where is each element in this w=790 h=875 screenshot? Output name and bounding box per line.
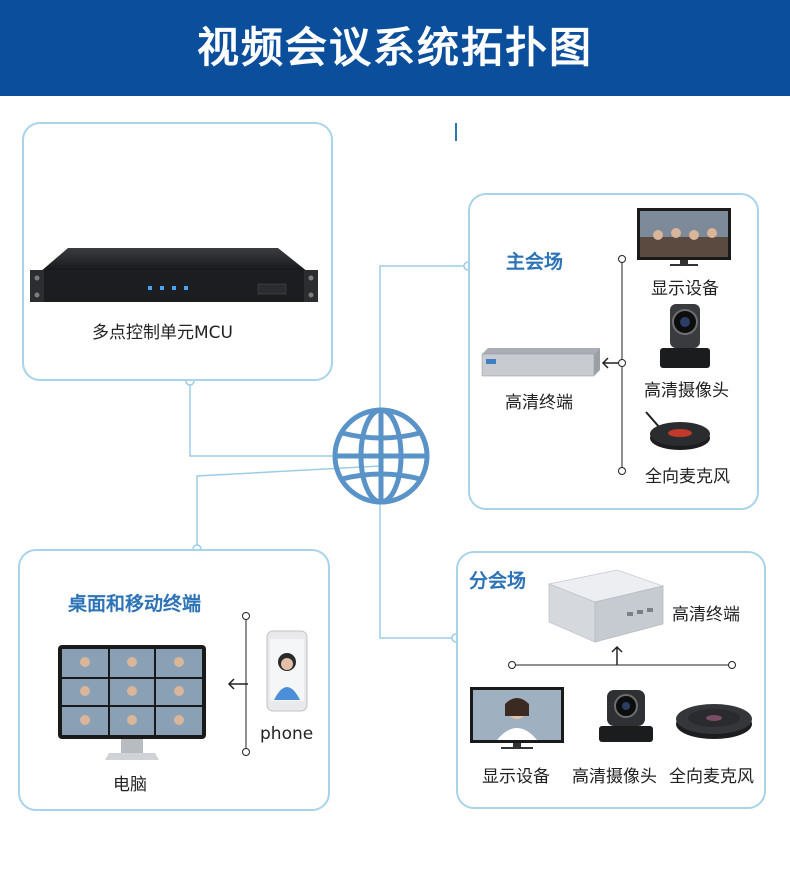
mcu-label: 多点控制单元MCU <box>92 323 233 343</box>
main-venue-bus <box>618 255 626 475</box>
desktop-heading: 桌面和移动终端 <box>68 593 202 615</box>
title-banner: 视频会议系统拓扑图 <box>0 0 790 96</box>
desktop-bus <box>242 612 250 756</box>
branch-camera-label: 高清摄像头 <box>572 767 657 787</box>
arrow-up-icon <box>611 645 623 665</box>
main-venue-heading: 主会场 <box>506 251 564 273</box>
tv-icon <box>470 687 564 749</box>
main-display-label: 显示设备 <box>651 279 719 299</box>
phone-label: phone <box>260 724 314 744</box>
speakerphone-icon <box>645 411 710 450</box>
terminal-box-icon <box>481 348 600 377</box>
branch-venue-bus <box>508 661 736 669</box>
branch-terminal-label: 高清终端 <box>672 605 740 625</box>
mcu-device-icon <box>30 248 318 302</box>
tv-icon <box>637 208 731 266</box>
ptz-camera-icon <box>599 690 653 742</box>
speakerphone-icon <box>676 704 752 739</box>
branch-venue-heading: 分会场 <box>469 570 527 592</box>
main-mic-label: 全向麦克风 <box>645 467 730 487</box>
main-camera-label: 高清摄像头 <box>644 381 729 401</box>
computer-label: 电脑 <box>113 775 147 795</box>
arrow-left-icon <box>227 678 248 690</box>
branch-display-label: 显示设备 <box>482 767 550 787</box>
monitor-icon <box>58 645 206 760</box>
smartphone-icon <box>266 630 308 712</box>
branch-mic-label: 全向麦克风 <box>669 767 754 787</box>
terminal-box-icon <box>547 569 665 643</box>
globe-icon <box>332 407 430 505</box>
page-title: 视频会议系统拓扑图 <box>196 23 593 72</box>
ptz-camera-icon <box>660 304 710 368</box>
main-terminal-label: 高清终端 <box>505 393 573 413</box>
